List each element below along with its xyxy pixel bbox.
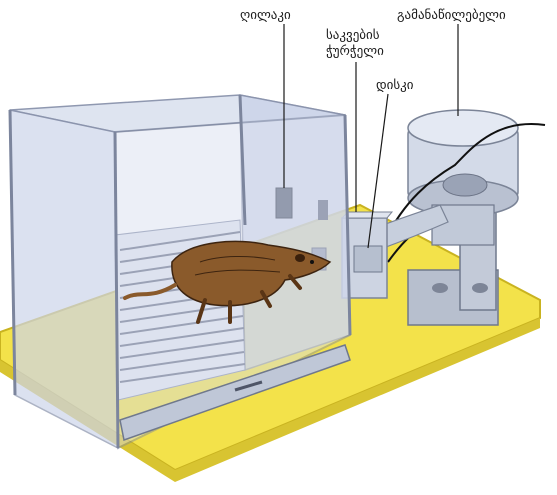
- lever-label: ღილაკი: [240, 8, 291, 24]
- dispenser-label: გამანაწილებელი: [397, 8, 506, 24]
- disk-label: დისკი: [376, 78, 414, 94]
- food-container-label: საკვების ჭურჭელი: [326, 28, 384, 60]
- food-container-label-line1: საკვების: [326, 28, 384, 44]
- food-container-label-line2: ჭურჭელი: [326, 44, 384, 60]
- chamber-left-wall: [10, 110, 118, 448]
